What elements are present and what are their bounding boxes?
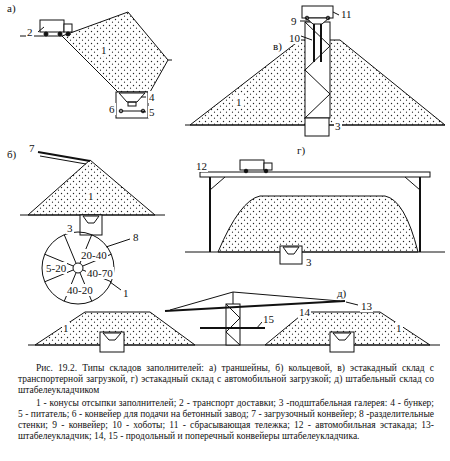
callout-number: 15 [262,313,275,325]
panel-letter: в) [272,40,283,52]
sector-label: 5-20 [45,262,67,274]
figure-caption: Рис. 19.2. Типы складов заполнителей: а)… [18,363,434,396]
panel-letter: а) [6,2,17,14]
trench-store [20,12,172,118]
callout-number: 3 [334,120,342,132]
panel-letter: г) [296,144,306,156]
callout-number: 12 [195,160,208,172]
panel-letter: д) [336,287,347,299]
callout-number: 8 [132,231,140,243]
figure-caption-block: Рис. 19.2. Типы складов заполнителей: а)… [18,363,434,444]
callout-number: 1 [62,322,70,334]
callout-number: 3 [66,222,74,234]
callout-number: 7 [28,142,36,154]
callout-number: 5 [148,106,156,118]
panel-letter: б) [6,148,17,160]
callout-number: 9 [290,15,298,27]
sector-label: 20-40 [80,249,108,261]
trestle-truck-store [185,160,445,264]
callout-number: 4 [148,91,156,103]
sector-label: 40-70 [86,267,114,279]
stacker-store [28,292,440,352]
ring-store [20,152,165,304]
callout-number: 10 [288,32,301,44]
callout-number: 6 [108,103,116,115]
callout-number: 1 [395,322,403,334]
callout-number: 11 [340,8,353,20]
sector-label: 40-20 [66,284,94,296]
callout-number: 2 [26,26,34,38]
callout-number: 1 [122,287,130,299]
callout-number: 1 [235,96,243,108]
callout-number: 13 [360,300,373,312]
partition-wall [64,235,76,264]
trestle-conveyor-store [185,6,445,136]
figure-key: 1 - конусы отсыпки заполнителей; 2 - тра… [18,398,434,442]
callout-number: 14 [298,306,311,318]
callout-number: 1 [100,44,108,56]
callout-number: 1 [87,190,95,202]
callout-number: 3 [305,256,313,268]
